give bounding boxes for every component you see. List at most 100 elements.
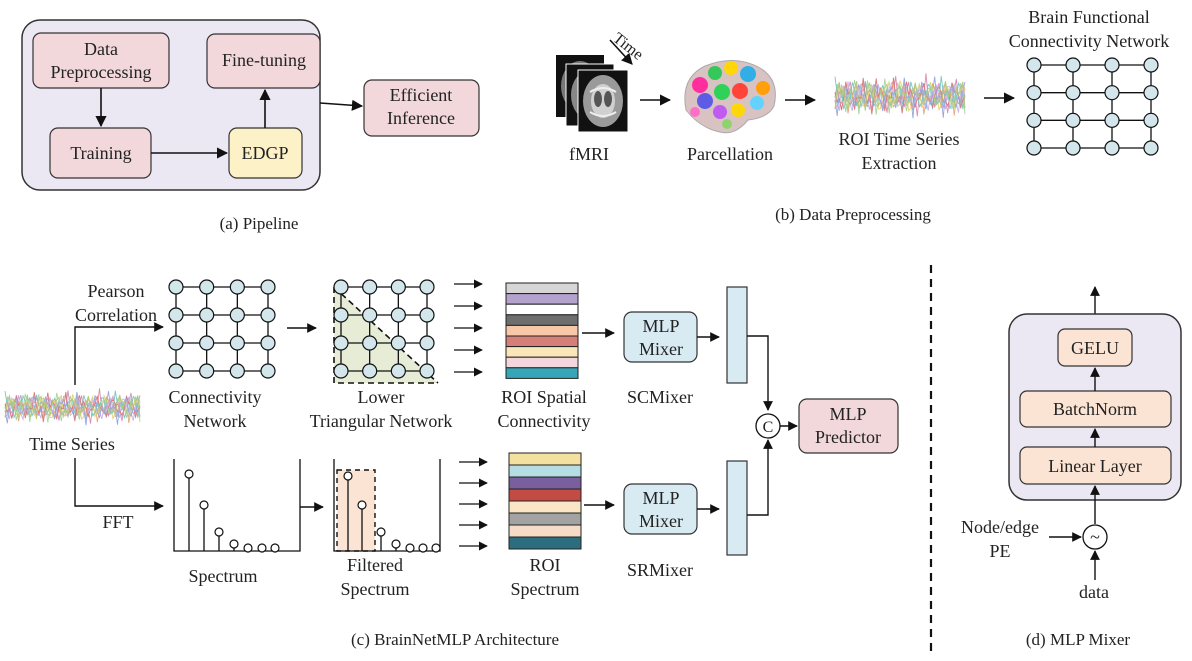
roi-ts-line2: Extraction xyxy=(862,153,937,173)
network-node xyxy=(362,363,378,379)
filtered-spectrum-line2: Spectrum xyxy=(341,579,410,599)
roi-stripe xyxy=(508,500,582,514)
roi-spatial-line1: ROI Spatial xyxy=(501,387,587,407)
bfcn-line1: Brain Functional xyxy=(1028,7,1149,27)
arrows-to-roi-spectrum xyxy=(459,457,488,551)
mlp-predictor-box xyxy=(798,398,899,454)
pearson-line1: Pearson xyxy=(88,281,145,301)
network-node xyxy=(229,307,245,323)
network-node xyxy=(260,279,276,295)
arrow-bottom-to-concat xyxy=(747,439,773,516)
fmri-stack-icon xyxy=(556,55,629,133)
spectrum-point xyxy=(391,539,401,549)
roi-stripe xyxy=(505,282,579,295)
time-series-line xyxy=(834,80,966,111)
spectrum-label: Spectrum xyxy=(189,566,258,586)
lower-triangular-line2: Triangular Network xyxy=(310,411,453,431)
fine-tuning-label: Fine-tuning xyxy=(222,50,306,70)
spectrum-point xyxy=(243,543,253,553)
caption-mlp-mixer: (d) MLP Mixer xyxy=(1026,630,1131,649)
network-node xyxy=(229,279,245,295)
lower-triangular-line1: Lower xyxy=(358,387,405,407)
time-series-line xyxy=(834,76,966,119)
time-arrow xyxy=(609,39,633,65)
spectrum-point xyxy=(405,543,415,553)
spectrum-plot xyxy=(173,459,301,553)
roi-stripe xyxy=(505,346,579,358)
network-node xyxy=(1065,57,1081,73)
spectrum-point xyxy=(376,527,386,537)
arrows-to-roi-spatial xyxy=(454,279,483,377)
mlp-mixer-top-line1: MLP xyxy=(642,316,679,336)
pe-line1: Node/edge xyxy=(961,517,1039,537)
mlp-predictor-line1: MLP xyxy=(829,404,866,424)
roi-stripe xyxy=(508,464,582,478)
data-label: data xyxy=(1079,582,1109,602)
data-preprocessing-line2: Preprocessing xyxy=(51,62,152,82)
roi-stripe xyxy=(508,536,582,550)
add-symbol: ~ xyxy=(1090,527,1100,547)
arrow-to-pearson xyxy=(74,322,164,385)
network-node xyxy=(168,307,184,323)
time-series-label: Time Series xyxy=(29,434,115,454)
network-node xyxy=(1104,112,1120,128)
network-node xyxy=(168,279,184,295)
arrow-to-fft xyxy=(74,458,164,511)
lower-triangle-border xyxy=(333,287,438,384)
time-series-line xyxy=(4,391,141,426)
network-node xyxy=(1065,112,1081,128)
network-node xyxy=(419,363,435,379)
network-node xyxy=(1104,140,1120,156)
network-node xyxy=(390,335,406,351)
roi-spectrum-stack xyxy=(508,452,582,550)
network-node xyxy=(362,279,378,295)
network-node xyxy=(199,279,215,295)
roi-stripe xyxy=(508,452,582,466)
roi-spectrum-line1: ROI xyxy=(530,555,561,575)
concat-symbol: C xyxy=(763,419,774,436)
spectrum-point xyxy=(214,527,224,537)
spectrum-point xyxy=(270,543,280,553)
network-node xyxy=(260,307,276,323)
fine-tuning-box xyxy=(206,33,321,89)
lower-triangle-diagonal xyxy=(333,286,439,384)
caption-preprocessing: (b) Data Preprocessing xyxy=(775,205,931,224)
network-node xyxy=(419,279,435,295)
lower-triangular-grid xyxy=(333,279,435,379)
linear-layer-label: Linear Layer xyxy=(1048,456,1141,476)
panel-data-preprocessing: Time fMRI Parcellation ROI Time Series E… xyxy=(556,7,1169,224)
mlp-mixer-top-line2: Mixer xyxy=(639,339,683,359)
spectrum-point xyxy=(229,539,239,549)
edgp-label: EDGP xyxy=(241,143,288,163)
mlp-mixer-bottom-line1: MLP xyxy=(642,488,679,508)
network-node xyxy=(168,363,184,379)
mlp-predictor-line2: Predictor xyxy=(815,427,881,447)
gelu-box xyxy=(1057,328,1133,367)
network-node xyxy=(199,335,215,351)
spectrum-point xyxy=(357,500,367,510)
batchnorm-label: BatchNorm xyxy=(1053,399,1137,419)
panel-architecture: Time Series Pearson Correlation FFT Conn… xyxy=(4,279,899,649)
roi-stripe xyxy=(508,512,582,526)
network-node xyxy=(333,307,349,323)
network-node xyxy=(1026,112,1042,128)
srmixer-label: SRMixer xyxy=(627,560,693,580)
time-series-line xyxy=(4,391,141,423)
network-node xyxy=(260,335,276,351)
training-label: Training xyxy=(70,143,131,163)
roi-stripe xyxy=(505,335,579,348)
network-node xyxy=(1104,57,1120,73)
connectivity-network-line2: Network xyxy=(184,411,247,431)
caption-architecture: (c) BrainNetMLP Architecture xyxy=(351,630,559,649)
time-series-line xyxy=(4,394,141,420)
network-node xyxy=(1026,85,1042,101)
network-node xyxy=(1065,85,1081,101)
filter-window xyxy=(336,469,376,552)
roi-stripe xyxy=(505,367,579,379)
network-node xyxy=(168,335,184,351)
network-node xyxy=(1104,85,1120,101)
network-node xyxy=(390,363,406,379)
network-node xyxy=(1143,85,1159,101)
network-node xyxy=(362,307,378,323)
